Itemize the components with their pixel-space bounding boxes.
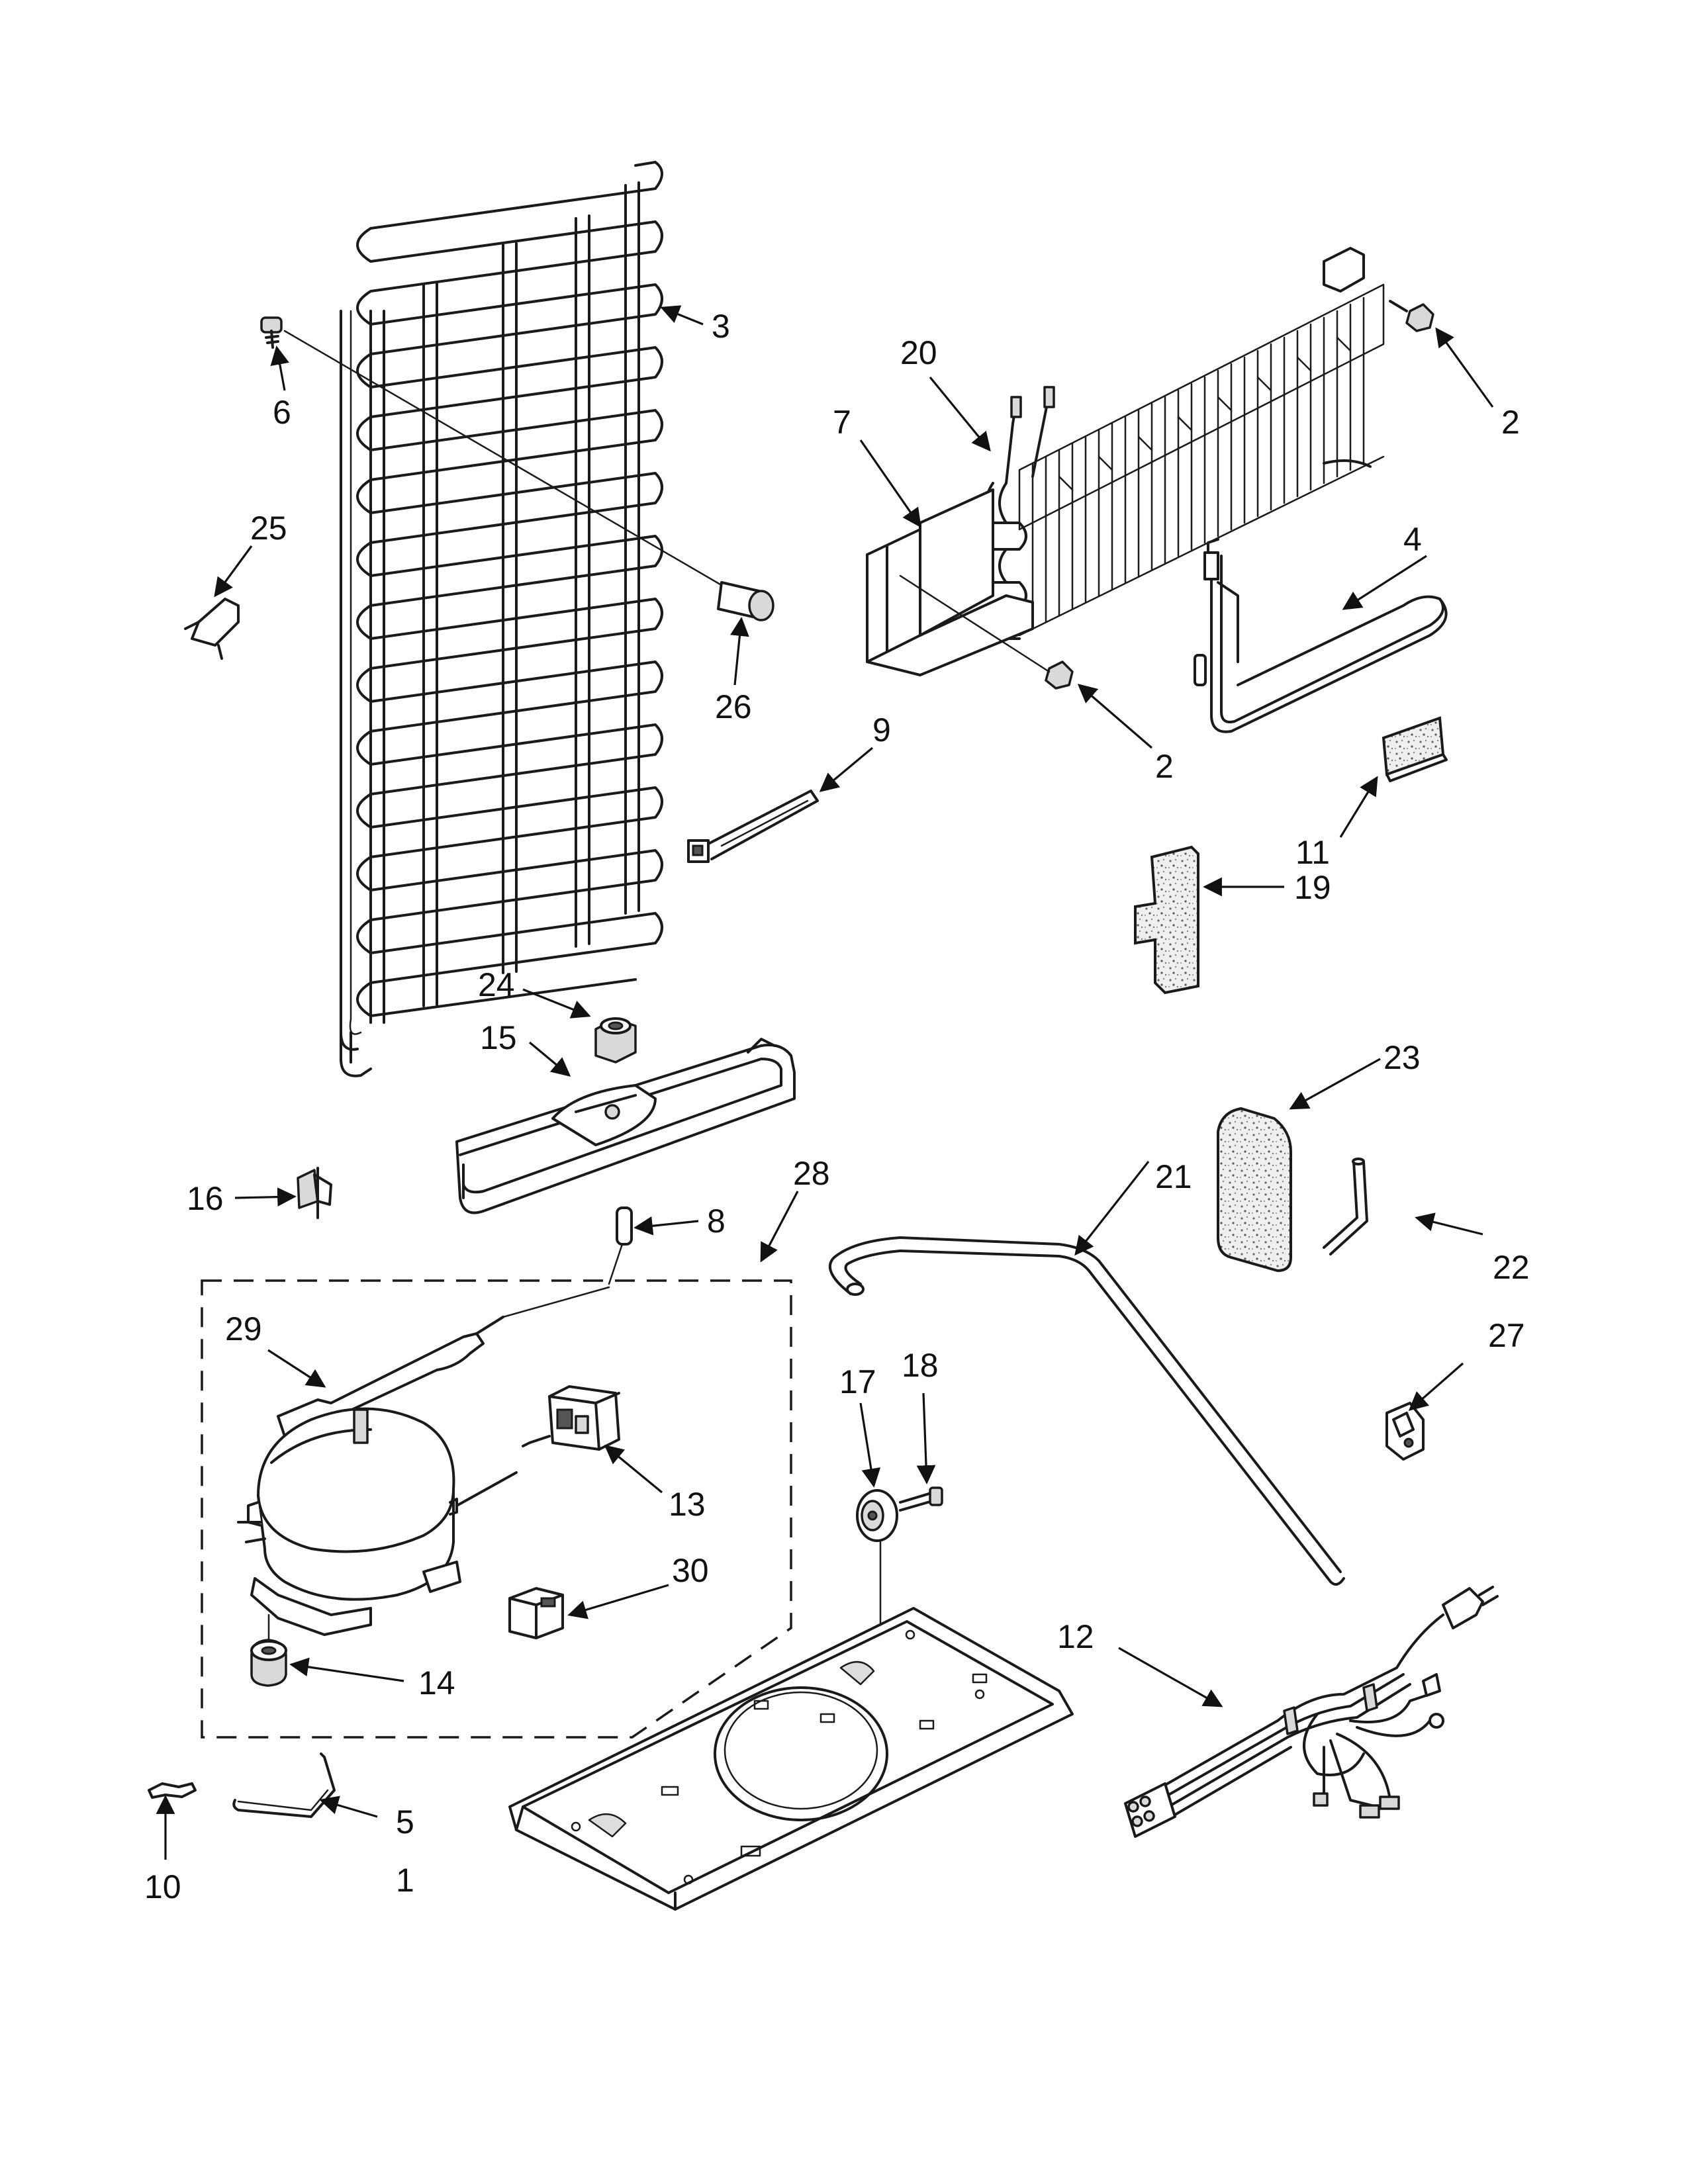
callout-14: 14 — [418, 1664, 455, 1702]
wire-harness-part-12 — [1124, 1586, 1499, 1838]
defrost-heater-part-4 — [1194, 538, 1448, 733]
callout-7: 7 — [833, 404, 851, 441]
clip-part-10 — [148, 1782, 197, 1799]
wire-rod-part-5 — [232, 1752, 336, 1818]
evaporator — [866, 247, 1385, 676]
drain-fitting-part-24 — [594, 1017, 637, 1064]
callout-28: 28 — [793, 1155, 830, 1192]
callout-30: 30 — [672, 1552, 709, 1589]
callout-2-bottom: 2 — [1155, 748, 1174, 785]
callout-25: 25 — [250, 510, 287, 547]
foam-part-19 — [1134, 845, 1199, 995]
screw-part-2-top — [1389, 300, 1434, 332]
condenser-coil — [340, 161, 663, 1077]
drain-pan-part-15 — [455, 1038, 796, 1214]
grommet-part-14 — [250, 1614, 287, 1687]
callout-24: 24 — [478, 966, 515, 1003]
drain-tube-part-8 — [608, 1206, 633, 1285]
callout-4: 4 — [1403, 521, 1422, 558]
compressor-group-box-part-28 — [201, 1279, 792, 1739]
callout-26: 26 — [715, 688, 752, 725]
bracket-part-27 — [1385, 1402, 1425, 1461]
callout-13: 13 — [669, 1486, 706, 1523]
drain-tube-part-21 — [828, 1236, 1345, 1586]
drier-part-29 — [277, 1286, 610, 1437]
callout-2-top: 2 — [1501, 404, 1520, 441]
callout-20: 20 — [900, 334, 937, 371]
callout-10: 10 — [144, 1868, 181, 1905]
callout-9: 9 — [872, 711, 891, 749]
callout-21: 21 — [1155, 1158, 1192, 1195]
screw-part-6 — [260, 316, 283, 349]
roller-part-17 — [856, 1489, 898, 1682]
clip-part-25 — [184, 598, 240, 660]
bolt-part-18 — [899, 1486, 943, 1512]
capacitor-part-30 — [508, 1587, 564, 1639]
callout-5: 5 — [396, 1803, 414, 1841]
clip-part-16 — [297, 1167, 332, 1219]
callout-23: 23 — [1383, 1039, 1421, 1076]
cable-tie-part-9 — [687, 790, 819, 863]
base-pan-part-1 — [508, 1607, 1074, 1911]
callout-19: 19 — [1294, 869, 1331, 906]
foam-part-23 — [1217, 1107, 1292, 1273]
callout-labels: 1 2 2 3 4 5 6 7 8 9 10 11 12 13 14 15 16… — [144, 308, 1530, 1905]
callout-17: 17 — [839, 1363, 876, 1400]
callout-18: 18 — [902, 1347, 939, 1384]
callout-15: 15 — [480, 1019, 517, 1056]
callout-22: 22 — [1493, 1249, 1530, 1286]
compressor — [237, 1407, 518, 1636]
screw-part-2-bottom — [899, 574, 1074, 690]
callout-3: 3 — [712, 308, 730, 345]
callout-16: 16 — [187, 1180, 224, 1217]
callout-12: 12 — [1057, 1618, 1094, 1655]
callout-8: 8 — [707, 1203, 726, 1240]
relay-part-13 — [522, 1385, 620, 1451]
spacer-part-26 — [717, 581, 774, 621]
callout-1: 1 — [396, 1862, 414, 1899]
leader-lines — [156, 305, 1494, 1860]
callout-11: 11 — [1295, 834, 1330, 871]
tube-part-22 — [1323, 1158, 1368, 1255]
callout-6: 6 — [273, 394, 291, 431]
foam-part-11 — [1382, 716, 1448, 782]
callout-27: 27 — [1488, 1317, 1525, 1354]
callout-29: 29 — [225, 1310, 262, 1347]
